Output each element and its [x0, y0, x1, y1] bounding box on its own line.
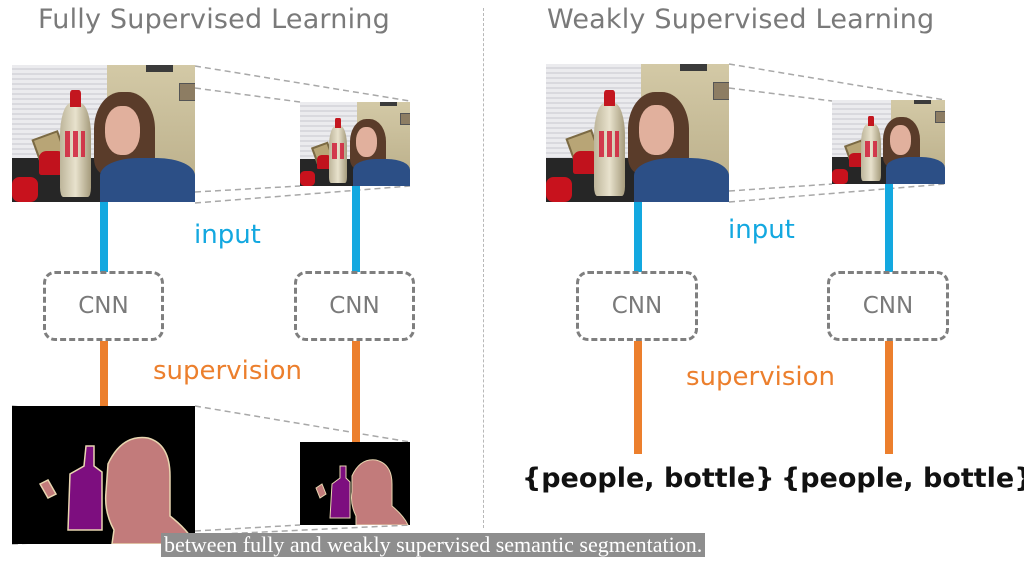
mask-person	[104, 436, 195, 544]
input-image-small	[300, 102, 410, 186]
cnn-box: CNN	[827, 271, 949, 341]
supervision-connector	[885, 341, 893, 454]
video-subtitle: between fully and weakly supervised sema…	[161, 533, 706, 557]
supervision-connector	[100, 341, 108, 406]
panel-divider	[483, 8, 484, 528]
mask-bottle	[67, 445, 103, 531]
projection-line	[194, 65, 411, 102]
weakly-supervised-title: Weakly Supervised Learning	[547, 4, 935, 35]
projection-line	[728, 87, 833, 102]
input-image-large	[12, 65, 195, 202]
supervision-connector	[352, 341, 360, 442]
segmentation-mask-large	[12, 406, 195, 544]
supervision-connector	[634, 341, 642, 454]
image-level-tags: {people, bottle}	[522, 463, 775, 494]
projection-line	[194, 185, 411, 204]
input-label: input	[194, 220, 261, 250]
projection-line	[728, 183, 946, 203]
projection-line	[194, 405, 411, 443]
input-connector	[352, 186, 360, 272]
input-connector	[885, 184, 893, 272]
projection-line	[194, 524, 301, 532]
image-level-tags: {people, bottle}	[781, 463, 1024, 494]
supervision-label: supervision	[153, 356, 302, 386]
projection-line	[194, 87, 301, 103]
cnn-box: CNN	[43, 271, 164, 341]
mask-object-small	[38, 479, 58, 499]
mask-object-small	[315, 483, 327, 499]
projection-line	[728, 183, 833, 192]
cnn-box: CNN	[576, 271, 698, 341]
input-label: input	[728, 215, 795, 245]
supervision-label: supervision	[686, 362, 835, 392]
segmentation-mask-small	[300, 442, 410, 525]
mask-bottle	[329, 465, 351, 519]
cnn-box: CNN	[294, 271, 415, 341]
input-image-small	[832, 100, 945, 184]
projection-line	[728, 63, 946, 101]
input-image-large	[546, 64, 729, 202]
input-connector	[100, 202, 108, 272]
fully-supervised-title: Fully Supervised Learning	[38, 4, 390, 35]
input-connector	[634, 202, 642, 272]
projection-line	[194, 185, 301, 193]
mask-person	[351, 459, 409, 525]
